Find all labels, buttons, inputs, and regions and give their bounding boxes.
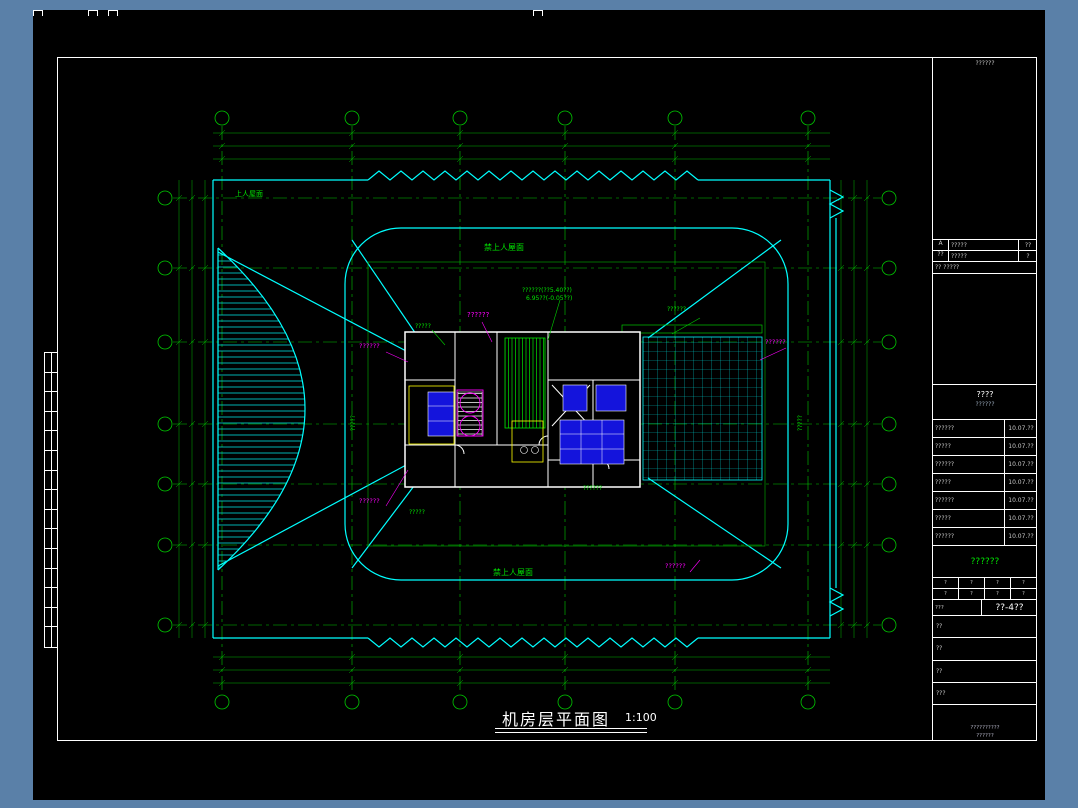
tb-row-label: ?? [933, 616, 1037, 639]
drawing-scale: 1:100 [625, 711, 657, 724]
fold-mark [108, 10, 118, 16]
note-label: ?????? [359, 342, 380, 350]
approval-label: ?????? [933, 420, 1005, 437]
footer-note: ?????? [976, 732, 994, 739]
title-block-spacer [933, 274, 1037, 385]
note-label: ?????? [667, 306, 687, 313]
approval-label: ????? [933, 474, 1005, 491]
footer-note: ?????????? [970, 725, 1000, 731]
tb-row-label: ?? [933, 661, 1037, 683]
project-name-stamp: ?????? [933, 546, 1037, 578]
revision-extra: ?? [1024, 241, 1032, 249]
approval-date: 10.07.?? [1008, 425, 1034, 432]
drawing-title: 机房层平面图 [502, 710, 611, 729]
drawing-number-row: ??? ??-4?? [933, 600, 1037, 616]
grid-cell: ? [1011, 578, 1037, 589]
note-label: ?????? [665, 562, 686, 570]
approval-label: ?????? [933, 528, 1005, 545]
roof-label: 上人屋面 [235, 190, 263, 198]
revision-mark: ?? [933, 251, 949, 261]
revision-mark: A [933, 240, 949, 250]
approval-date: 10.07.?? [1008, 479, 1034, 486]
title-block-header: ?????? [975, 60, 995, 67]
note-label: ????? [409, 509, 425, 516]
grid-cell: ? [1011, 589, 1037, 600]
revision-row: A ????? ?? [933, 240, 1037, 251]
grid-cell: ? [959, 578, 985, 589]
approval-date: 10.07.?? [1008, 533, 1034, 540]
approval-row: ??????10.07.?? [933, 492, 1037, 510]
drawing-number-label: ??? [933, 600, 982, 615]
revision-extra: ? [1026, 252, 1030, 260]
title-block-rows: ?? ?? ?? ??? [933, 616, 1037, 705]
note-label: ?????? [467, 311, 490, 319]
fold-mark [533, 10, 543, 16]
approval-row: ?????10.07.?? [933, 438, 1037, 456]
approval-date: 10.07.?? [1008, 443, 1034, 450]
approval-date: 10.07.?? [1008, 461, 1034, 468]
revision-desc: ????? [949, 240, 1019, 250]
title-block-footer: ?????????? ?????? [933, 705, 1037, 741]
note-label: ?????? [359, 497, 380, 505]
note-label: ?????? [583, 485, 603, 492]
grid-cell: ? [933, 589, 959, 600]
grid-cell: ? [933, 578, 959, 589]
title-block: ?????? A ????? ?? ?? ????? ? ?? ????? ??… [932, 57, 1037, 741]
dim-label: ????? [796, 415, 804, 431]
tb-row-label: ?? [933, 638, 1037, 661]
roof-label: 禁上人屋面 [484, 243, 524, 252]
approval-row: ?????10.07.?? [933, 474, 1037, 492]
title-underline [495, 732, 647, 733]
grid-cell: ? [985, 578, 1011, 589]
title-underline [495, 728, 647, 729]
approval-row: ??????10.07.?? [933, 420, 1037, 438]
approval-label: ????? [933, 510, 1005, 527]
note-label: ?????? [765, 338, 786, 346]
approval-date: 10.07.?? [1008, 497, 1034, 504]
grid-cell: ? [985, 589, 1011, 600]
note-label: 6.95??(-0.05??) [526, 295, 573, 302]
revision-desc: ????? [949, 251, 1019, 261]
dim-label: ????? [349, 415, 357, 431]
approval-label: ?????? [933, 456, 1005, 473]
fold-mark [33, 10, 43, 16]
roof-label: 禁上人屋面 [493, 568, 533, 577]
title-block-note: ?? ????? [933, 262, 1037, 274]
grid-cell: ? [959, 589, 985, 600]
firm-subtitle: ?????? [975, 401, 995, 408]
note-label: ????? [415, 323, 431, 330]
approval-row: ?????10.07.?? [933, 510, 1037, 528]
fold-mark [88, 10, 98, 16]
firm-name: ???? [976, 390, 994, 399]
firm-section: ???? ?????? [933, 385, 1037, 420]
note-label: ??????(??5.40??) [522, 287, 572, 294]
sheet-index-grid: ? ? ? ? ? ? ? ? [933, 578, 1037, 600]
approval-row: ??????10.07.?? [933, 456, 1037, 474]
approval-label: ????? [933, 438, 1005, 455]
sheet-border [57, 57, 1037, 741]
revision-row: ?? ????? ? [933, 251, 1037, 262]
tb-row-label: ??? [933, 683, 1037, 705]
approval-row: ??????10.07.?? [933, 528, 1037, 546]
approval-date: 10.07.?? [1008, 515, 1034, 522]
approval-label: ?????? [933, 492, 1005, 509]
left-revision-strip [44, 352, 58, 648]
drawing-number: ??-4?? [995, 602, 1024, 613]
